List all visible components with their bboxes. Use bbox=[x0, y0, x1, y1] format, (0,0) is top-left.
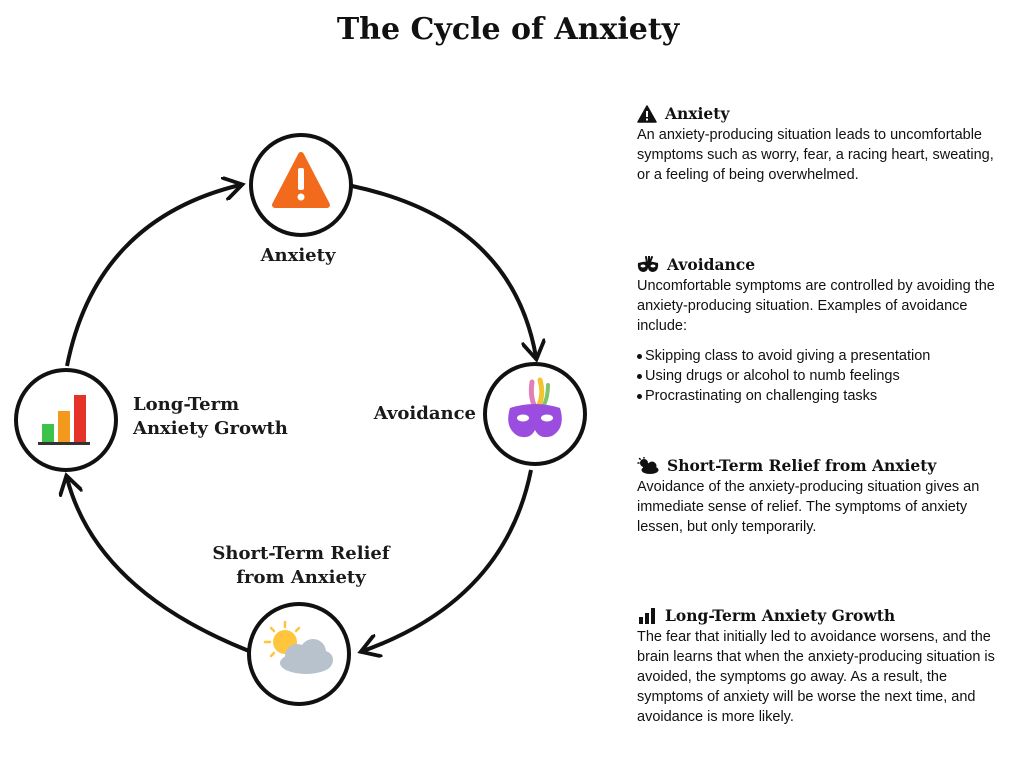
node-label-relief: Short-Term Relief from Anxiety bbox=[196, 542, 406, 591]
node-avoidance bbox=[483, 362, 587, 466]
node-anxiety bbox=[249, 133, 353, 237]
panel-avoidance: Avoidance Uncomfortable symptoms are con… bbox=[637, 255, 997, 406]
node-label-relief-line2: from Anxiety bbox=[236, 567, 366, 589]
panel-body: An anxiety-producing situation leads to … bbox=[637, 127, 994, 183]
arrow-relief-to-growth bbox=[67, 478, 250, 653]
panel-heading: Avoidance bbox=[637, 255, 997, 274]
avoidance-examples-list: Skipping class to avoid giving a present… bbox=[637, 346, 997, 406]
cycle-diagram bbox=[14, 133, 587, 706]
panel-heading-text: Avoidance bbox=[667, 255, 756, 274]
mask-icon bbox=[637, 255, 659, 272]
node-label-avoidance: Avoidance bbox=[373, 403, 476, 424]
panel-heading-text: Short-Term Relief from Anxiety bbox=[667, 456, 937, 475]
list-item: Skipping class to avoid giving a present… bbox=[637, 346, 997, 366]
arrow-avoidance-to-relief bbox=[363, 469, 533, 651]
page-title: The Cycle of Anxiety bbox=[336, 12, 680, 47]
arrow-growth-to-anxiety bbox=[65, 185, 240, 367]
node-label-growth: Long-Term Anxiety Growth bbox=[133, 393, 323, 442]
sun-cloud-icon bbox=[637, 456, 659, 474]
panel-body: The fear that initially led to avoidance… bbox=[637, 629, 995, 725]
panel-anxiety: Anxiety An anxiety-producing situation l… bbox=[637, 104, 997, 185]
bar-chart-icon bbox=[639, 607, 655, 624]
panel-heading-text: Anxiety bbox=[665, 104, 730, 123]
mask-icon bbox=[508, 377, 562, 438]
node-relief bbox=[247, 602, 351, 706]
panel-heading: Short-Term Relief from Anxiety bbox=[637, 456, 997, 475]
arrow-anxiety-to-avoidance bbox=[351, 184, 536, 357]
panel-body: Uncomfortable symptoms are controlled by… bbox=[637, 278, 995, 334]
panel-relief: Short-Term Relief from Anxiety Avoidance… bbox=[637, 456, 997, 537]
panel-growth: Long-Term Anxiety Growth The fear that i… bbox=[637, 606, 997, 727]
node-label-growth-line2: Anxiety Growth bbox=[133, 418, 288, 440]
warning-icon bbox=[637, 104, 657, 123]
list-item: Procrastinating on challenging tasks bbox=[637, 386, 997, 406]
panel-body: Avoidance of the anxiety-producing situa… bbox=[637, 479, 980, 535]
sun-cloud-icon bbox=[263, 620, 333, 674]
node-label-growth-line1: Long-Term bbox=[133, 394, 240, 415]
panel-heading-text: Long-Term Anxiety Growth bbox=[665, 606, 896, 625]
bar-chart-icon bbox=[38, 395, 90, 445]
warning-icon bbox=[272, 152, 330, 208]
list-item: Using drugs or alcohol to numb feelings bbox=[637, 366, 997, 386]
panel-heading: Anxiety bbox=[637, 104, 997, 123]
node-label-relief-line1: Short-Term Relief bbox=[212, 543, 390, 564]
panel-heading: Long-Term Anxiety Growth bbox=[637, 606, 997, 625]
node-label-anxiety: Anxiety bbox=[260, 245, 336, 266]
node-growth bbox=[14, 368, 118, 472]
